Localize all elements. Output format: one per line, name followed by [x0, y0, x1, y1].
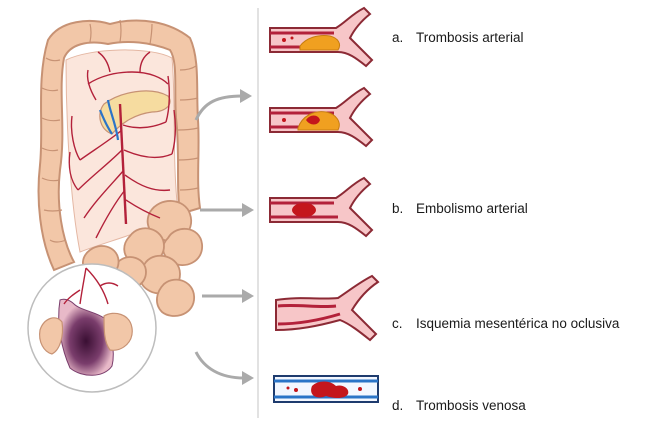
label-c-text: Isquemia mesentérica no oclusiva — [416, 316, 619, 331]
arrows — [196, 96, 244, 378]
label-c: c.Isquemia mesentérica no oclusiva — [392, 316, 619, 331]
label-a-text: Trombosis arterial — [416, 30, 524, 45]
label-b: b.Embolismo arterial — [392, 201, 528, 216]
vessel-embolism — [270, 178, 372, 236]
label-c-key: c. — [392, 316, 416, 331]
label-a: a.Trombosis arterial — [392, 30, 524, 45]
label-b-text: Embolismo arterial — [416, 201, 528, 216]
label-d-text: Trombosis venosa — [416, 398, 526, 413]
intestine-illustration — [28, 20, 202, 392]
label-a-key: a. — [392, 30, 416, 45]
vessel-nonocclusive — [276, 276, 378, 340]
arrow-a — [196, 96, 242, 120]
label-d-key: d. — [392, 398, 416, 413]
vessel-thrombosis-1 — [270, 8, 372, 66]
vessel-thrombosis-2 — [270, 88, 372, 146]
label-b-key: b. — [392, 201, 416, 216]
label-d: d.Trombosis venosa — [392, 398, 526, 413]
arrow-d — [196, 352, 244, 378]
arrowheads — [240, 89, 254, 385]
vessel-venous-thrombosis — [274, 376, 378, 402]
